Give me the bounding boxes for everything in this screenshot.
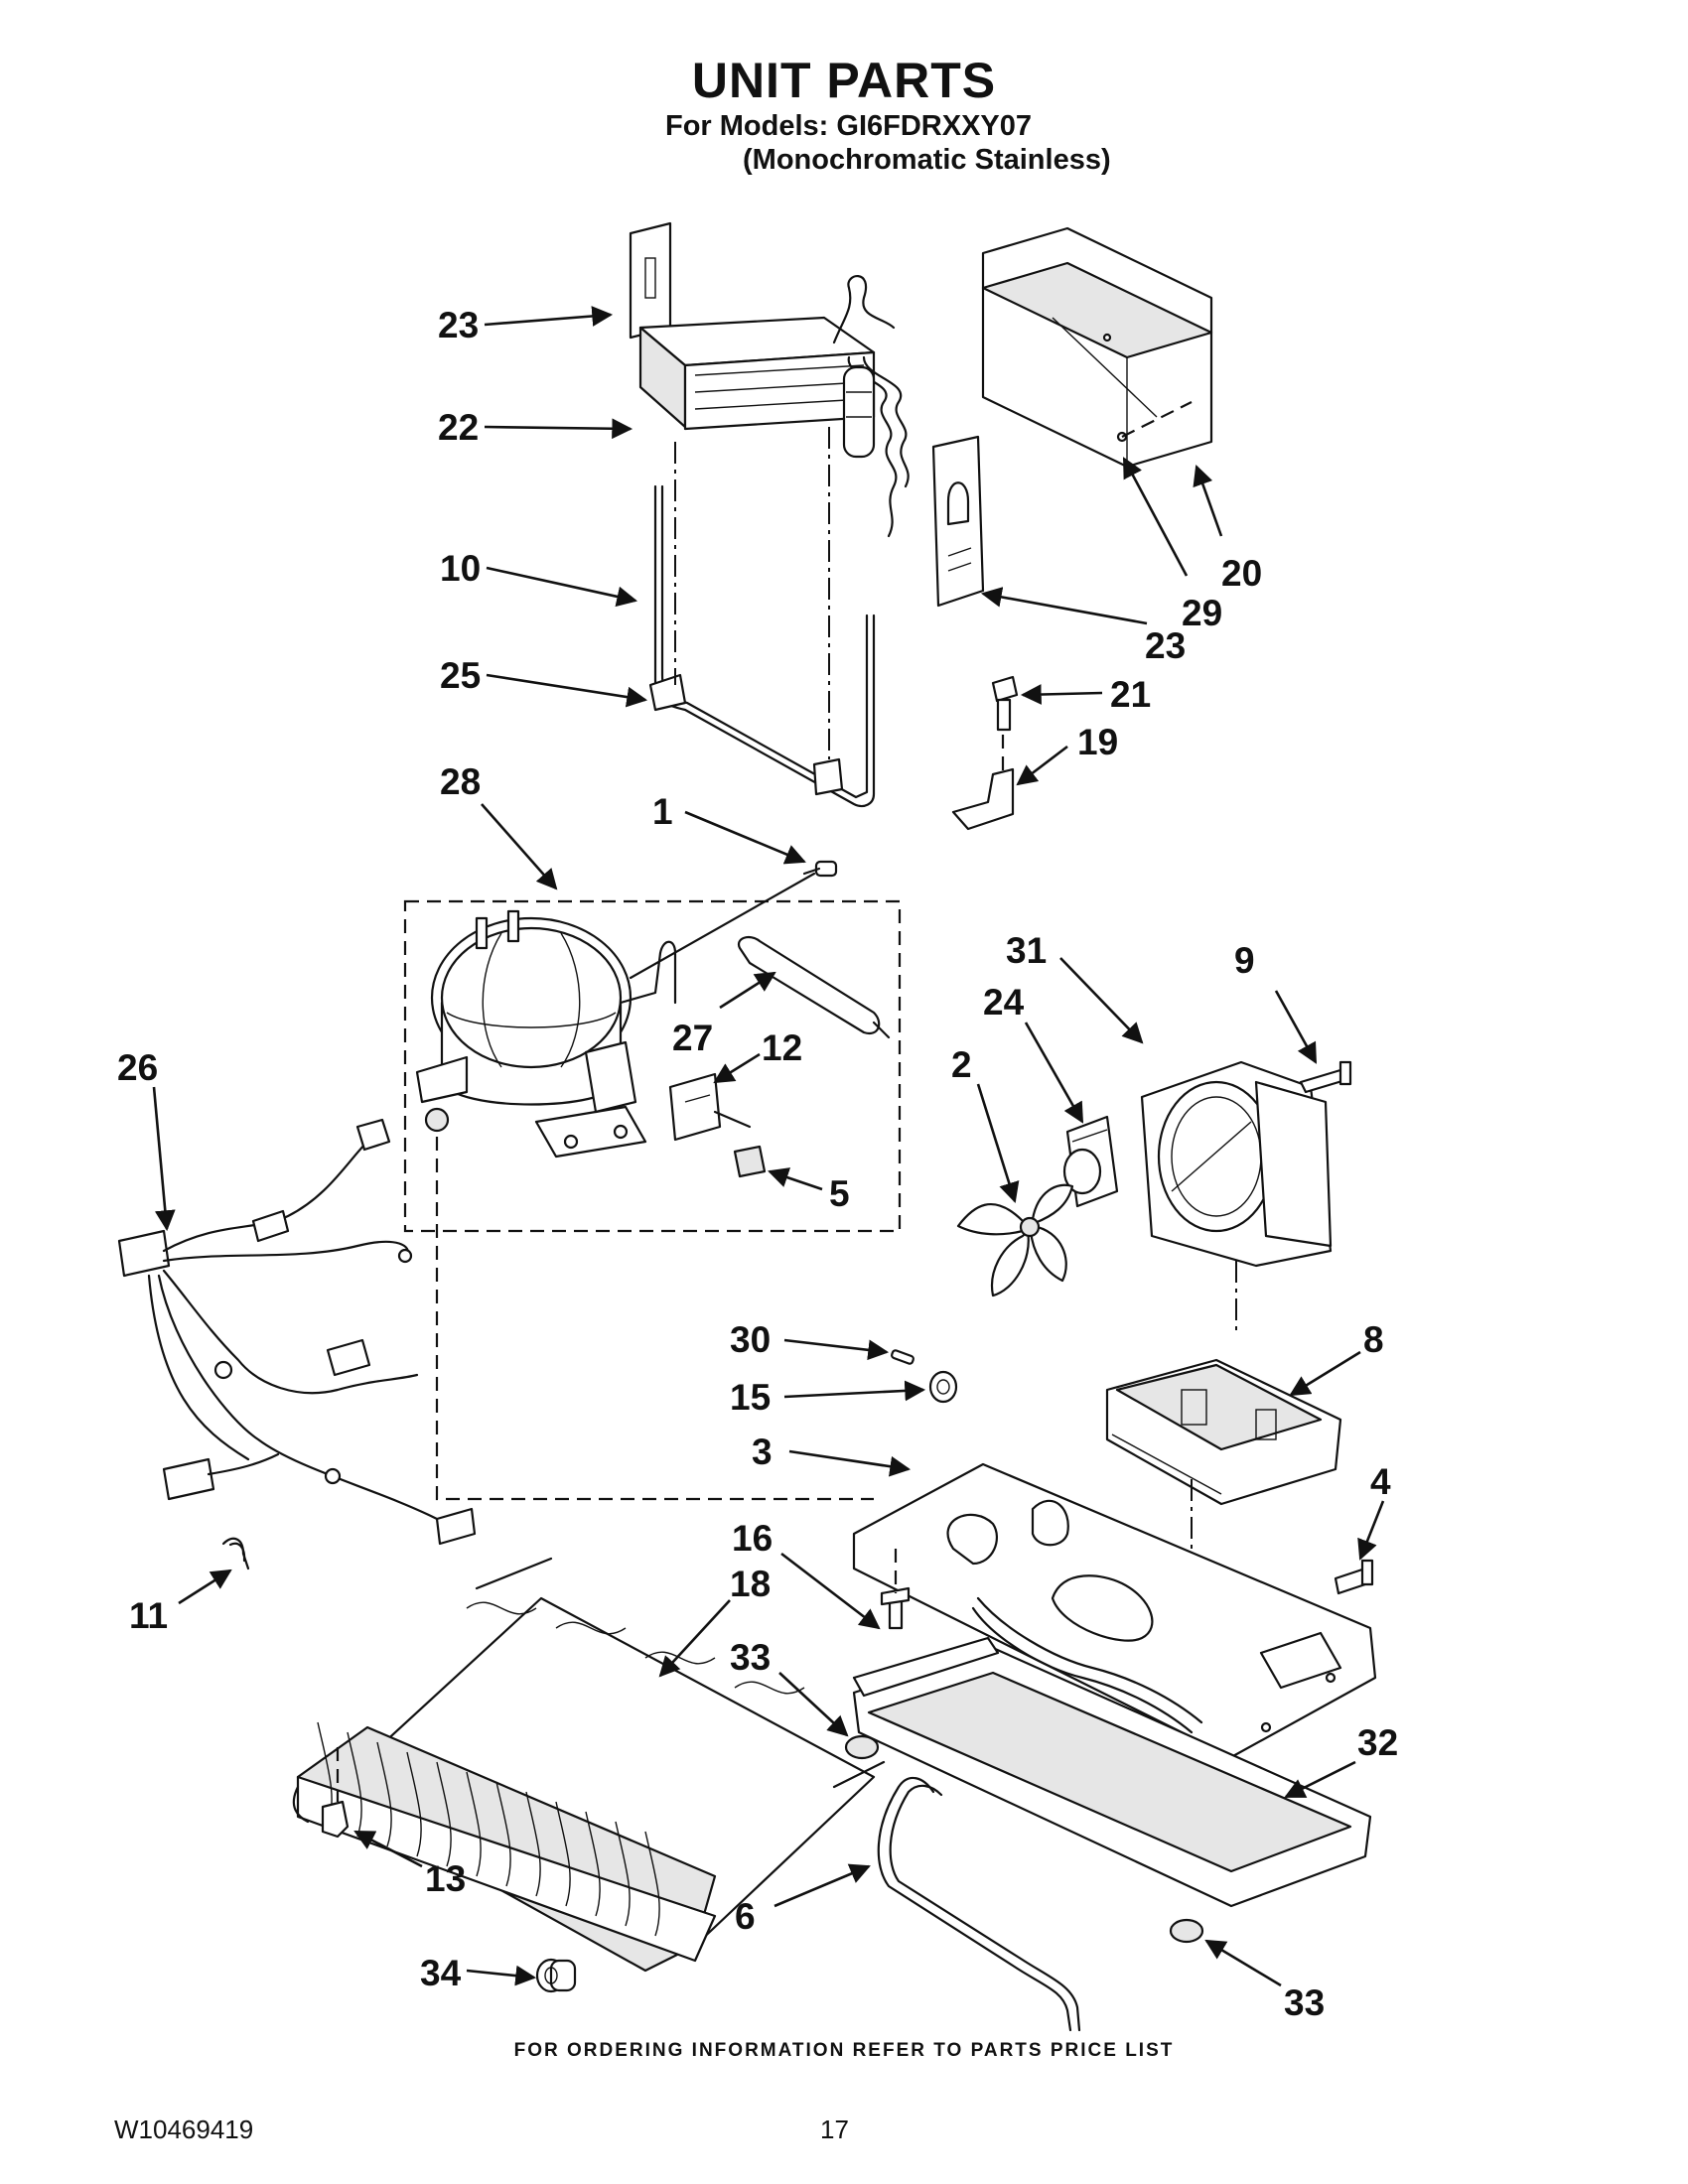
callout-labels: 23 22 10 25 20 29 23 21 19 28 1 27 12 5 … (117, 305, 1398, 2023)
machine-compartment-base (852, 1462, 1377, 1759)
document-id: W10469419 (114, 2115, 254, 2144)
filter-drier (737, 935, 891, 1039)
condenser-fan-blade (956, 1183, 1074, 1297)
harness-clip (221, 1537, 250, 1570)
drain-tube (877, 1776, 1081, 2032)
condenser-fan-shroud (1140, 1060, 1333, 1268)
callout-34: 34 (420, 1953, 462, 1993)
compressor-base-line (435, 1137, 874, 1501)
callout-25: 25 (440, 655, 481, 696)
evaporator-cover (981, 226, 1213, 469)
condenser-fan-motor (1062, 1115, 1119, 1208)
callout-24: 24 (983, 982, 1025, 1023)
model-variant: (Monochromatic Stainless) (743, 144, 1111, 176)
condenser-clip (321, 1747, 350, 1839)
ordering-note: FOR ORDERING INFORMATION REFER TO PARTS … (513, 2040, 1175, 2061)
callout-4: 4 (1370, 1461, 1391, 1502)
base-screw-16 (880, 1586, 911, 1630)
callout-20: 20 (1221, 553, 1262, 594)
drain-pan (852, 1636, 1372, 1908)
callout-26: 26 (117, 1047, 158, 1088)
callout-13: 13 (425, 1858, 466, 1899)
callout-11: 11 (129, 1595, 168, 1636)
callout-18: 18 (730, 1564, 771, 1604)
base-screw-4 (1334, 1559, 1374, 1595)
callout-6: 6 (735, 1896, 756, 1937)
model-line: For Models: GI6FDRXXY07 (665, 110, 1033, 142)
page-number: 17 (820, 2115, 849, 2144)
evaporator (629, 221, 910, 538)
callout-leaders (152, 306, 1385, 1987)
callout-31: 31 (1006, 930, 1047, 971)
callout-30: 30 (730, 1319, 771, 1360)
callout-23-upper: 23 (438, 305, 479, 345)
callout-5: 5 (829, 1173, 850, 1214)
base-pin (891, 1349, 914, 1365)
tube-coupling (535, 1958, 577, 1993)
model-info: For Models: GI6FDRXXY07 (Monochromatic S… (665, 109, 1111, 177)
condenser (292, 1557, 886, 1973)
callout-33-upper: 33 (730, 1637, 771, 1678)
page-title: UNIT PARTS (691, 53, 997, 108)
condenser-fan-screw (1299, 1060, 1352, 1094)
callout-29: 29 (1182, 593, 1222, 633)
callout-32: 32 (1357, 1722, 1398, 1763)
drain-pan-foot-lower (1169, 1918, 1204, 1944)
callout-12: 12 (762, 1027, 802, 1068)
evaporator-bracket-right (931, 435, 985, 608)
callout-2: 2 (951, 1044, 972, 1085)
callout-33-lower: 33 (1284, 1982, 1325, 2023)
callout-21: 21 (1110, 674, 1151, 715)
callout-10: 10 (440, 548, 481, 589)
callout-3: 3 (752, 1432, 773, 1472)
callout-9: 9 (1234, 940, 1255, 981)
callout-23-lower: 23 (1145, 625, 1186, 666)
base-grommet (928, 1370, 958, 1404)
wire-harness (117, 1118, 477, 1546)
compressor-kit (403, 872, 902, 1233)
callout-1: 1 (652, 791, 673, 832)
defrost-heater (648, 427, 876, 808)
start-device (668, 1072, 767, 1178)
defrost-clip (951, 675, 1019, 831)
callout-28: 28 (440, 761, 481, 802)
control-mount (1105, 1358, 1342, 1506)
compressor-bolt (802, 860, 838, 878)
drain-pan-foot-upper (844, 1734, 880, 1760)
callout-22: 22 (438, 407, 479, 448)
callout-19: 19 (1077, 722, 1118, 762)
callout-8: 8 (1363, 1319, 1384, 1360)
callout-27: 27 (672, 1018, 713, 1058)
callout-15: 15 (730, 1377, 771, 1418)
callout-16: 16 (732, 1518, 773, 1559)
